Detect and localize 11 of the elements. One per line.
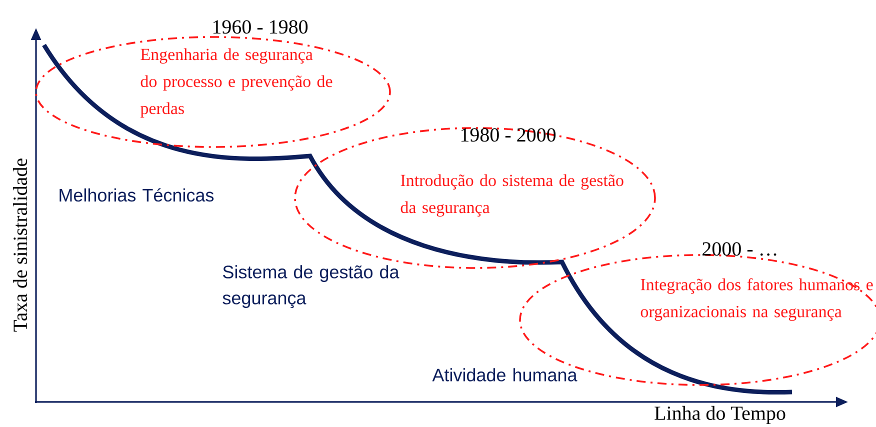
period-description: Integração dos fatores humanos e organizacionais na segurança (640, 278, 873, 321)
period-description: Introdução do sistema de gestão da segurança (400, 174, 624, 217)
period-description: Engenharia de segurança do processo e prevenção de perdas (140, 48, 332, 118)
period-heading: 1960 - 1980 (213, 20, 308, 34)
axis-label: Linha do Tempo (654, 406, 786, 424)
period-heading: 2000 - … (702, 242, 776, 256)
stage-label: Melhorias Técnicas (60, 188, 214, 202)
period-heading: 1980 - 2000 (461, 128, 556, 142)
axis-label: Taxa de sinistralidade (12, 158, 28, 332)
stage-label: Sistema de gestão da segurança (222, 265, 400, 308)
stage-label: Atividade humana (432, 368, 578, 382)
